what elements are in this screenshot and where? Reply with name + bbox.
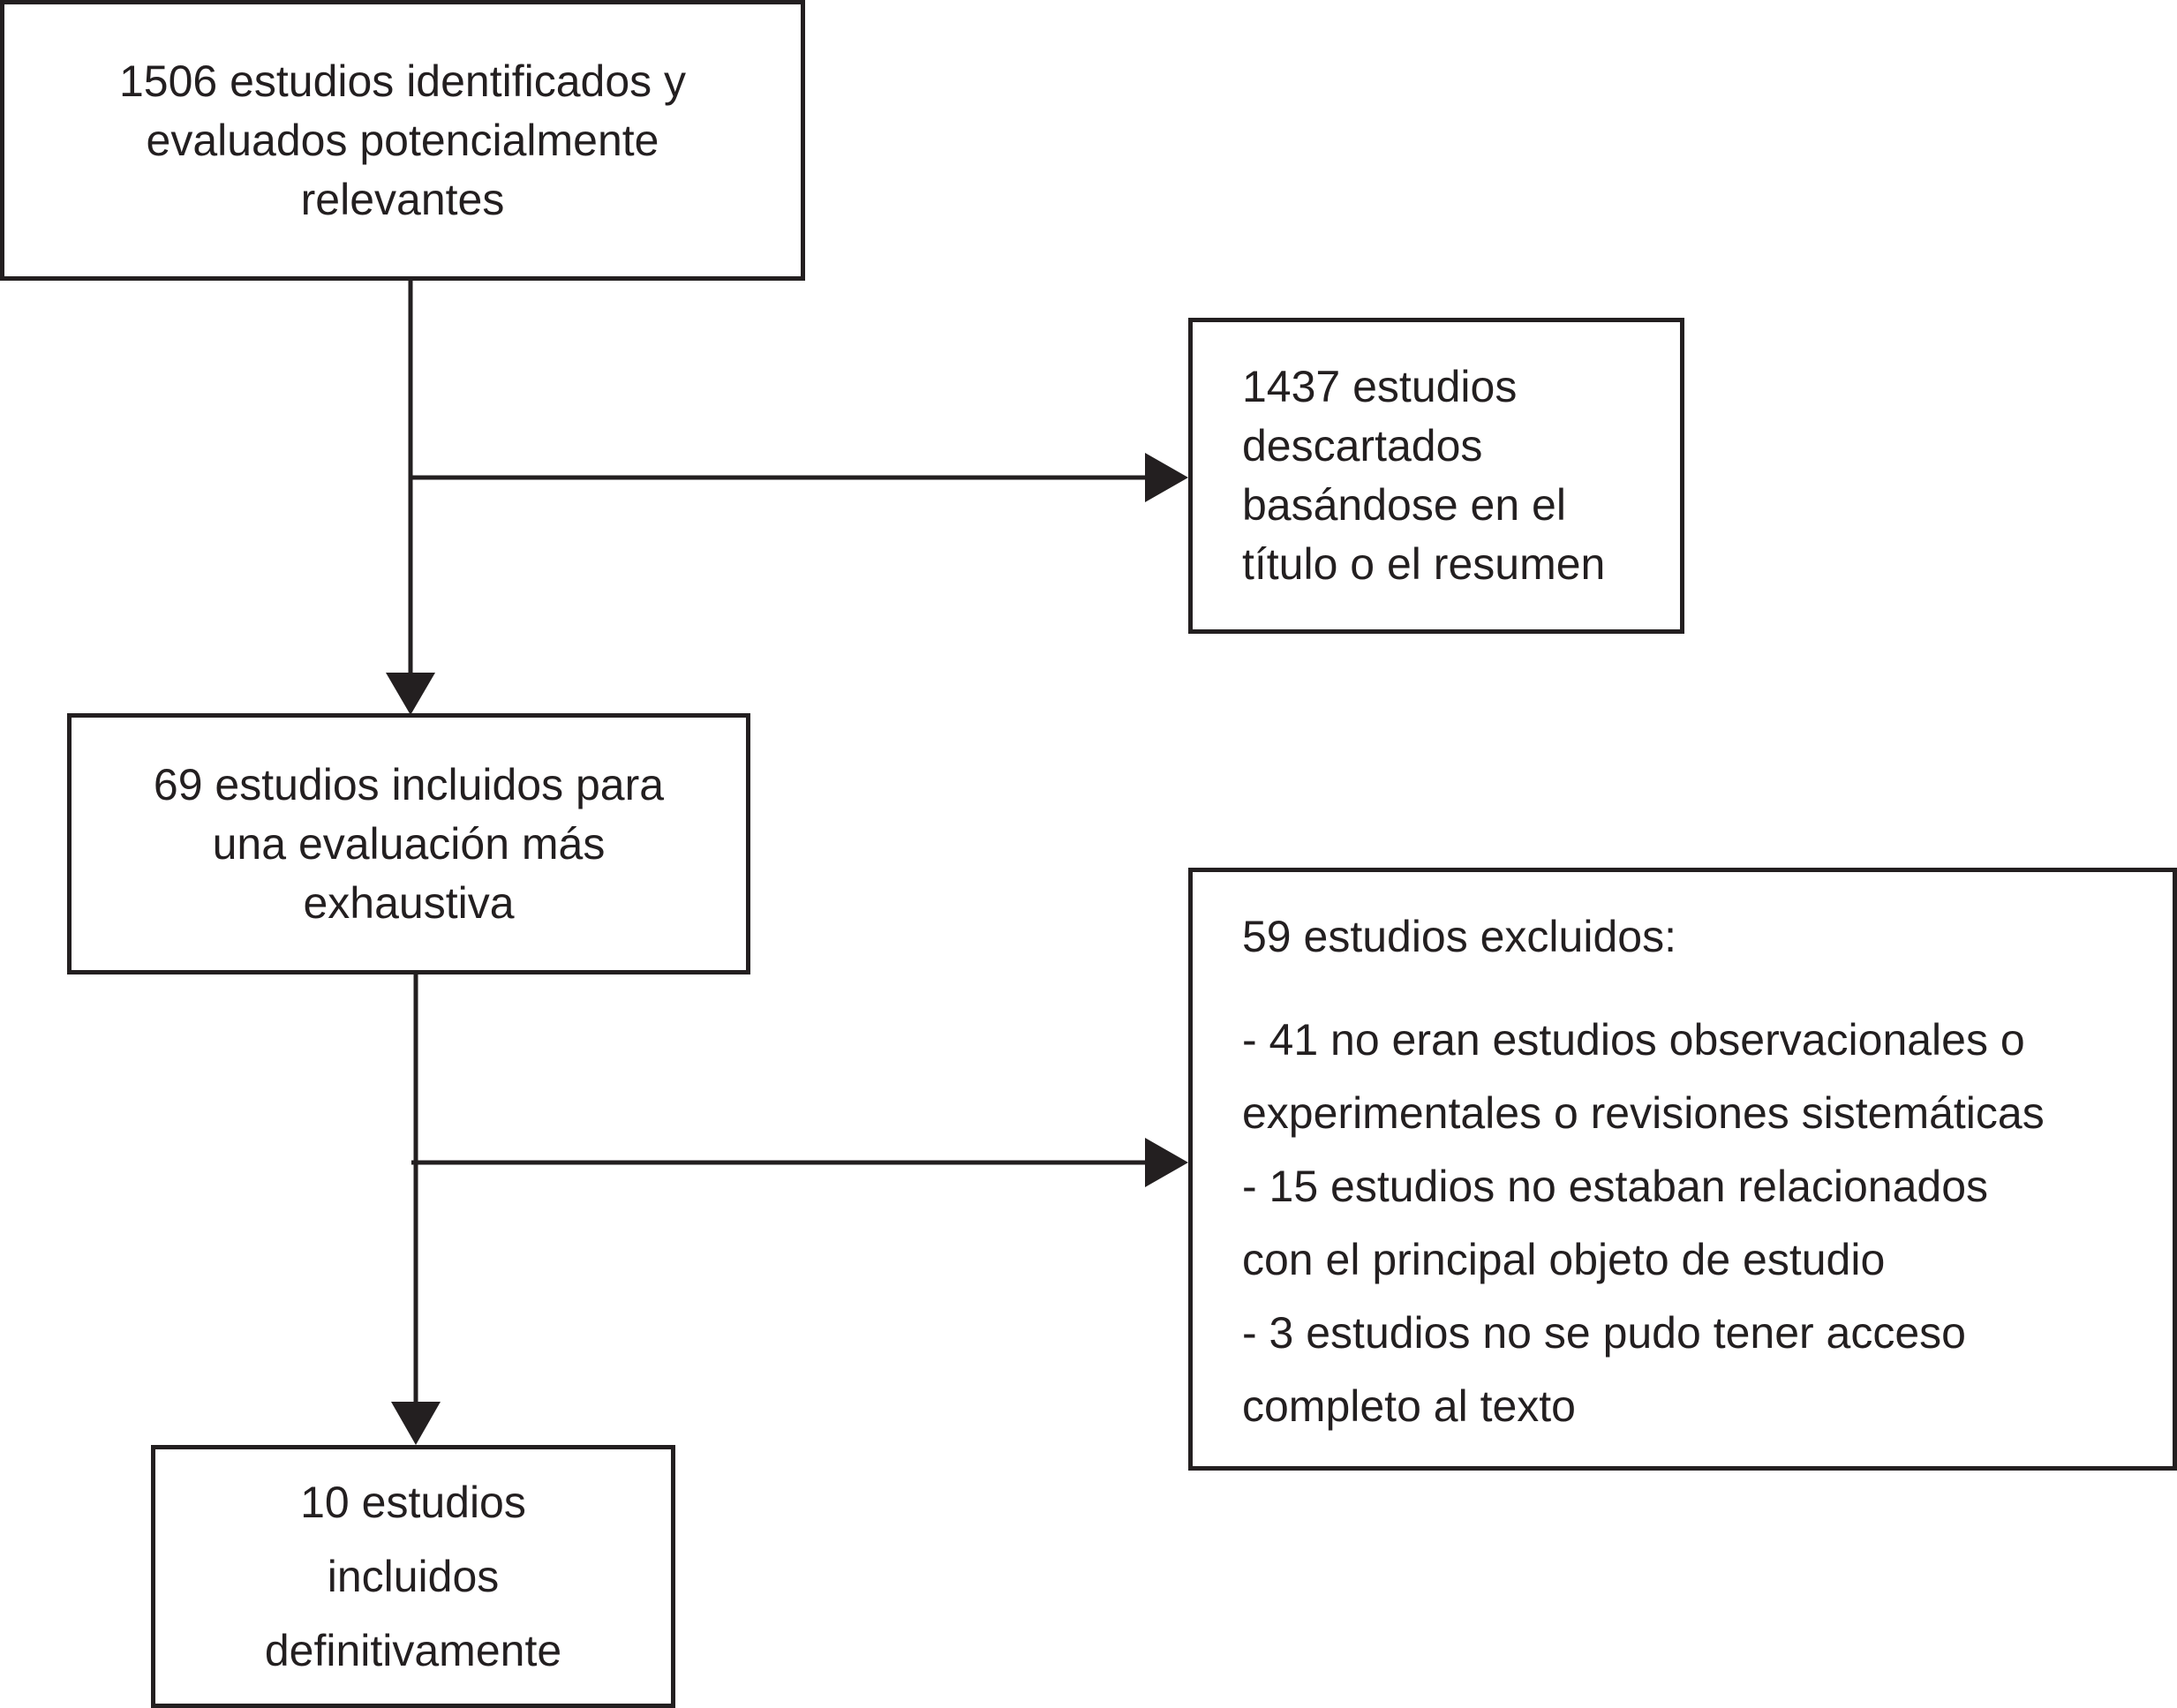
node-studies-included-evaluation: 69 estudios incluidos para una evaluació…: [67, 713, 750, 974]
node-text-line: descartados: [1242, 421, 1483, 470]
exclusion-reason-line: experimentales o revisiones sistemáticas: [1242, 1088, 2045, 1138]
arrowhead-right-icon: [1145, 453, 1188, 502]
exclusion-reasons-list: - 41 no eran estudios observacionales o …: [1242, 1004, 2173, 1443]
arrowhead-right-icon: [1145, 1138, 1188, 1187]
exclusion-reason-line: - 15 estudios no estaban relacionados: [1242, 1162, 1989, 1211]
exclusion-reason-line: con el principal objeto de estudio: [1242, 1235, 1886, 1284]
node-text-line: 10 estudios: [300, 1478, 526, 1527]
arrowhead-down-icon: [391, 1402, 441, 1445]
node-studies-excluded: 59 estudios excluidos: - 41 no eran estu…: [1188, 868, 2177, 1471]
node-text-line: incluidos: [327, 1552, 500, 1601]
node-text-line: definitivamente: [264, 1626, 562, 1675]
node-studies-final: 10 estudios incluidos definitivamente: [151, 1445, 675, 1708]
node-text-line: 69 estudios incluidos para: [153, 759, 665, 809]
node-heading: 59 estudios excluidos:: [1242, 912, 1676, 961]
node-studies-discarded: 1437 estudios descartados basándose en e…: [1188, 318, 1684, 634]
exclusion-reason-line: - 3 estudios no se pudo tener acceso: [1242, 1308, 1966, 1358]
node-text-line: 1506 estudios identificados y: [118, 56, 687, 106]
node-text-line: título o el resumen: [1242, 539, 1606, 589]
exclusion-reason-line: completo al texto: [1242, 1381, 1576, 1431]
node-text-line: relevantes: [300, 174, 505, 224]
arrowhead-down-icon: [386, 673, 435, 715]
exclusion-reason-line: - 41 no eran estudios observacionales o: [1242, 1015, 2025, 1065]
node-studies-identified: 1506 estudios identificados y evaluados …: [0, 0, 805, 281]
node-text-line: exhaustiva: [303, 877, 515, 928]
node-text-line: basándose en el: [1242, 480, 1566, 530]
node-text-line: 1437 estudios: [1242, 362, 1518, 411]
node-text-line: una evaluación más: [212, 818, 606, 869]
node-text-line: evaluados potencialmente: [146, 115, 659, 165]
